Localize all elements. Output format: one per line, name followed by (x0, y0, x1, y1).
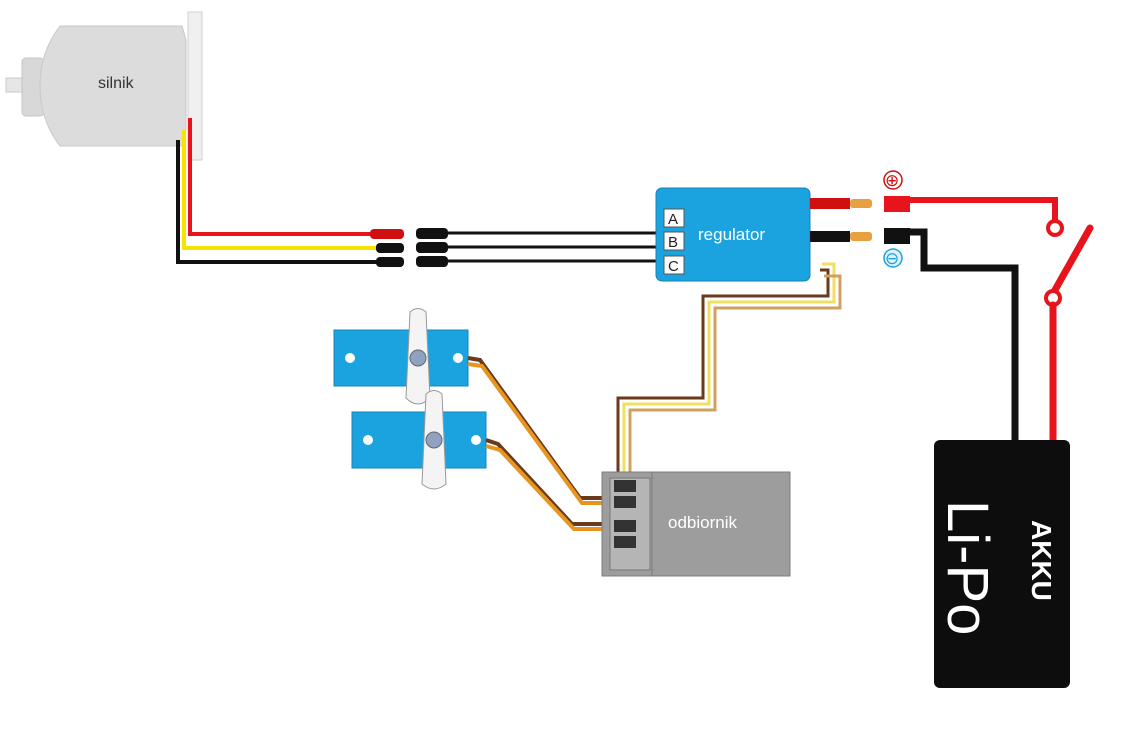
connector-red (370, 229, 404, 239)
esc-lead-brown (616, 268, 830, 476)
terminal-b-box (663, 231, 685, 251)
receiver: odbiornik (601, 471, 791, 577)
servo-2-hub (425, 431, 443, 449)
motor-body (39, 25, 187, 147)
servo-1-body (333, 329, 469, 387)
receiver-port-1 (614, 480, 636, 492)
switch-lever (1051, 224, 1094, 294)
esc-lead-red (628, 274, 842, 476)
servo-1-mount-hole-right (453, 353, 463, 363)
plus-marker-circle (883, 170, 903, 190)
servo-2-mount-hole-right (471, 435, 481, 445)
connector-esc-b (416, 242, 448, 253)
regulator: A B C regulator (655, 187, 811, 282)
esc-lead-yellow (622, 262, 836, 476)
esc-signal-lead (616, 262, 842, 476)
battery-wires (906, 197, 1094, 452)
battery-black-wire (906, 228, 1019, 452)
polarity-markers: ⊕ ⊖ (883, 170, 903, 268)
receiver-port-4 (614, 536, 636, 548)
battery-brand: AKKU (1026, 520, 1057, 601)
terminal-c-label: C (668, 258, 679, 275)
servo-2-mount-hole-left (363, 435, 373, 445)
servo-1-hub (409, 349, 427, 367)
esc-plus-plug (850, 199, 872, 208)
esc-minus-plug (850, 232, 872, 241)
esc-plus-lead (810, 198, 850, 209)
servo-1-lead-orange (467, 362, 616, 505)
terminal-c-box (663, 255, 685, 275)
connector-esc-c (416, 256, 448, 267)
servo-2-body (351, 411, 487, 469)
battery-minus-connector (884, 228, 910, 244)
servo-1-mount-hole-left (345, 353, 355, 363)
connector-black (376, 257, 404, 267)
motor-wires (176, 118, 378, 264)
switch-contact-top (1046, 219, 1064, 237)
minus-marker-circle (883, 248, 903, 268)
esc-motor-wires (446, 231, 660, 263)
connector-esc-a (416, 228, 448, 239)
receiver-port-3 (614, 520, 636, 532)
regulator-label: regulator (698, 225, 765, 244)
motor-wire-red (188, 118, 372, 236)
motor-wire-yellow (182, 130, 378, 250)
servo-2-lead-orange (485, 444, 616, 531)
servo-2 (351, 390, 487, 490)
servo-2-lead-brown (485, 438, 616, 526)
esc-minus-lead (810, 231, 850, 242)
terminal-a-box (663, 208, 685, 228)
battery-body (934, 440, 1070, 688)
battery-type: Li-Po (935, 500, 1000, 635)
motor-wire-black (176, 140, 378, 264)
regulator-power-leads (810, 198, 872, 242)
terminal-a-label: A (668, 211, 678, 228)
receiver-port-2 (614, 496, 636, 508)
plus-marker: ⊕ (885, 171, 899, 190)
battery-plus-connector (884, 196, 910, 212)
connector-yellow (376, 243, 404, 253)
servo-1 (333, 308, 469, 405)
motor-label: silnik (98, 75, 135, 92)
battery-red-wire-top (907, 197, 1058, 225)
motor-connectors (370, 228, 448, 267)
battery-connectors (884, 196, 910, 244)
servo-leads (467, 356, 616, 531)
receiver-label: odbiornik (668, 513, 737, 532)
motor: silnik (5, 11, 203, 161)
terminal-b-label: B (668, 234, 678, 251)
minus-marker: ⊖ (885, 249, 899, 268)
battery: AKKU Li-Po (934, 440, 1070, 688)
